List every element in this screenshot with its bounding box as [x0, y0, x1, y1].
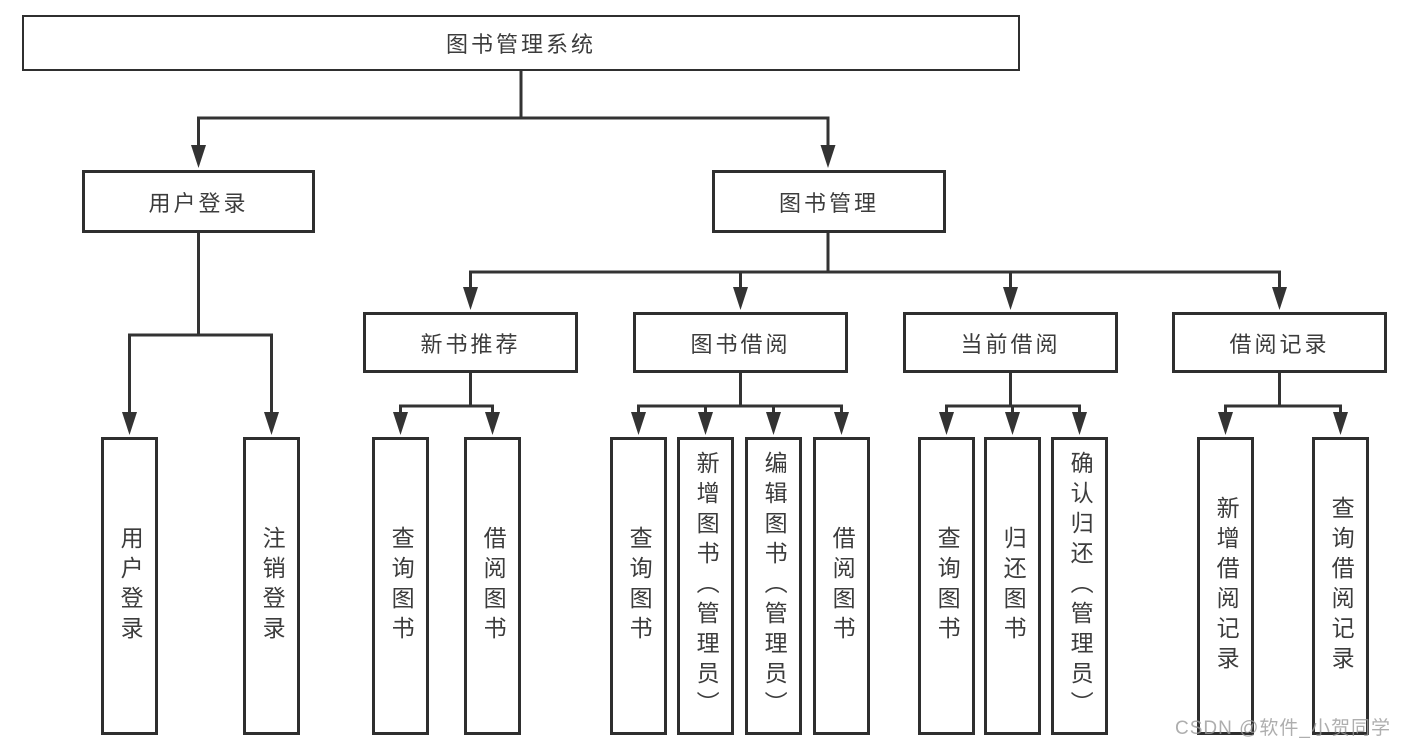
node-library-system: 图书管理系统 [22, 15, 1020, 71]
leaf-edit-books-admin-label: 编辑图书（管理员） [761, 451, 788, 721]
connector-edges [128, 69, 1342, 418]
leaf-edit-books-admin: 编辑图书（管理员） [745, 437, 802, 735]
leaf-query-books-1: 查询图书 [372, 437, 429, 735]
leaf-return-books-label: 归还图书 [1000, 526, 1027, 646]
arrowheads [122, 145, 1348, 435]
node-book-borrowing: 图书借阅 [633, 312, 848, 373]
leaf-logout: 注销登录 [243, 437, 300, 735]
leaf-user-login-label: 用户登录 [117, 526, 144, 646]
leaf-query-borrow-record-label: 查询借阅记录 [1328, 496, 1355, 676]
leaf-borrow-books-2: 借阅图书 [813, 437, 870, 735]
leaf-query-books-2-label: 查询图书 [626, 526, 653, 646]
leaf-confirm-return-admin: 确认归还（管理员） [1051, 437, 1108, 735]
node-current-borrowing: 当前借阅 [903, 312, 1118, 373]
leaf-return-books: 归还图书 [984, 437, 1041, 735]
leaf-add-borrow-record: 新增借阅记录 [1197, 437, 1254, 735]
leaf-query-books-1-label: 查询图书 [388, 526, 415, 646]
node-borrowing-records: 借阅记录 [1172, 312, 1387, 373]
leaf-add-borrow-record-label: 新增借阅记录 [1213, 496, 1240, 676]
leaf-confirm-return-admin-label: 确认归还（管理员） [1067, 451, 1094, 721]
leaf-query-borrow-record: 查询借阅记录 [1312, 437, 1369, 735]
node-new-book-recommend: 新书推荐 [363, 312, 578, 373]
leaf-borrow-books-1-label: 借阅图书 [480, 526, 507, 646]
leaf-borrow-books-1: 借阅图书 [464, 437, 521, 735]
leaf-logout-label: 注销登录 [259, 526, 286, 646]
leaf-borrow-books-2-label: 借阅图书 [829, 526, 856, 646]
node-book-management: 图书管理 [712, 170, 946, 233]
leaf-query-books-2: 查询图书 [610, 437, 667, 735]
leaf-query-books-3: 查询图书 [918, 437, 975, 735]
node-user-login: 用户登录 [82, 170, 315, 233]
leaf-add-books-admin-label: 新增图书（管理员） [693, 451, 720, 721]
leaf-query-books-3-label: 查询图书 [934, 526, 961, 646]
leaf-add-books-admin: 新增图书（管理员） [677, 437, 734, 735]
watermark: CSDN @软件_小贺同学 [1175, 718, 1391, 739]
leaf-user-login: 用户登录 [101, 437, 158, 735]
